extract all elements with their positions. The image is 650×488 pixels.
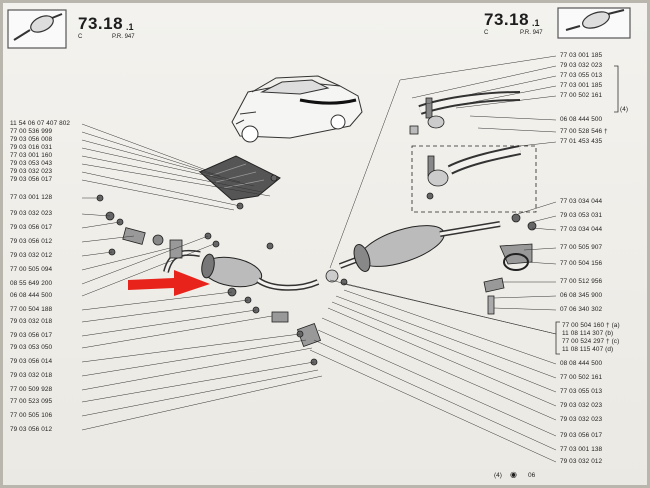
part-number: 77 00 523 095 [10,398,53,405]
part-number: 77 03 034 044 [560,198,603,205]
red-arrow-indicator [128,270,210,296]
part-number: 77 03 001 160 [10,152,53,159]
page-sub-right: .1 [532,18,540,28]
part-number: 77 00 505 106 [10,412,53,419]
part-number: 06 08 444 500 [560,116,603,123]
part-number: 79 03 056 012 [10,426,53,433]
page-letter-left: C [78,34,83,40]
page-ref-right: P.R. 947 [520,30,543,36]
small-parts [96,174,537,366]
page-ref-left: P.R. 947 [112,34,135,40]
part-number: 79 03 032 023 [560,402,603,409]
part-number: 79 03 032 023 [10,210,53,217]
part-number: 79 03 053 031 [560,212,603,219]
part-number: 79 03 056 017 [560,432,603,439]
part-number: 79 03 032 012 [560,458,603,465]
eye-icon: ◉ [510,470,517,479]
part-number: 79 03 056 008 [10,136,53,143]
part-number: 77 03 001 128 [10,194,53,201]
part-number: 77 00 528 546 † [560,128,608,135]
car-illustration [231,75,363,143]
part-number: 79 03 056 014 [10,358,53,365]
page-letter-right: C [484,30,489,36]
part-number: 77 00 536 999 [10,128,53,135]
footer-page: 06 [528,472,536,479]
part-number: 06 08 444 500 [10,292,53,299]
part-number: 79 03 056 017 [10,224,53,231]
part-number: 79 03 032 023 [560,416,603,423]
part-number: 08 08 444 500 [560,360,603,367]
part-number: 77 03 001 185 [560,52,603,59]
page-code-left: 73.18 [78,14,124,33]
part-number: 79 03 032 012 [10,252,53,259]
part-number: 77 00 505 094 [10,266,53,273]
part-number: 79 03 016 031 [10,144,53,151]
part-number: 77 03 055 013 [560,388,603,395]
part-number: 77 00 502 161 [560,92,603,99]
part-number: 79 03 032 023 [560,62,603,69]
part-number: 79 03 032 023 [10,168,53,175]
part-number: 77 03 001 138 [560,446,603,453]
part-number: 77 00 504 160 † (a) [562,322,620,329]
front-muffler [201,253,320,291]
part-number: 79 03 032 018 [10,372,53,379]
part-number: 79 03 056 012 [10,238,53,245]
part-number: 79 03 032 018 [10,318,53,325]
part-number: 77 00 505 907 [560,244,603,251]
group-bracket [555,321,560,355]
part-number: 11 08 114 307 (b) [562,330,614,337]
part-number: 07 06 340 302 [560,306,603,313]
part-number: 77 03 034 044 [560,226,603,233]
part-number: 77 03 001 185 [560,82,603,89]
muffler-icon-right [557,7,631,39]
part-number: 11 08 115 407 (d) [562,346,614,353]
tailpipe-detail [409,91,537,213]
part-number: 77 00 524 297 † (c) [562,338,620,345]
part-number: 79 03 056 017 [10,332,53,339]
heat-shield [199,155,281,201]
part-number: 77 00 512 956 [560,278,603,285]
part-number: 77 00 504 156 [560,260,603,267]
page-code-right: 73.18 [484,10,530,29]
part-number: 79 03 056 017 [10,176,53,183]
rear-muffler [338,221,501,272]
part-number: 77 03 055 013 [560,72,603,79]
leader-lines [81,55,557,463]
part-number: 77 00 509 928 [10,386,53,393]
note-marker: (4) [620,106,629,113]
part-number: 77 00 502 161 [560,374,603,381]
part-number: 77 01 453 435 [560,138,603,145]
part-number: 08 55 649 200 [10,280,53,287]
part-number: 79 03 053 043 [10,160,53,167]
muffler-icon-left [7,9,67,49]
part-number: 77 00 504 188 [10,306,53,313]
part-number: 79 03 053 050 [10,344,53,351]
part-number: 11 54 06 07 407 802 [10,120,71,127]
part-number: 06 08 345 900 [560,292,603,299]
footer-badge: (4) [494,472,502,479]
page-sub-left: .1 [126,22,134,32]
